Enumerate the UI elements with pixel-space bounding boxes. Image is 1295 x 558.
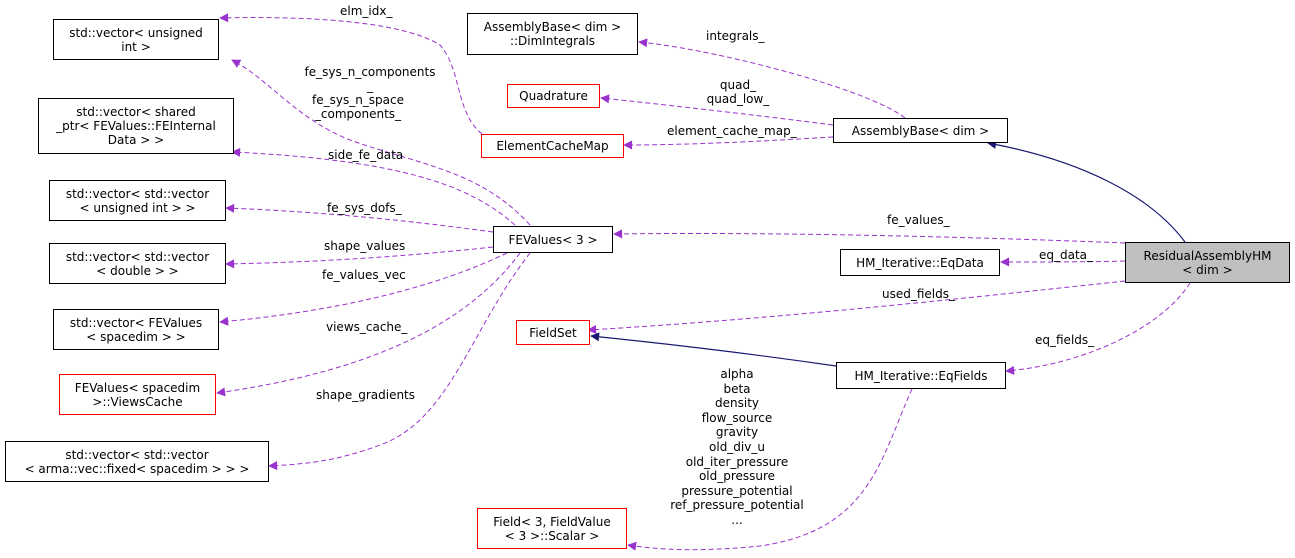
- edge-eq-fields: [1005, 282, 1191, 375]
- edge-fe-values: [613, 229, 1126, 244]
- label-elm-idx: elm_idx_: [340, 4, 393, 18]
- label-fe-sys-n-space-components: fe_sys_n_space _components_: [311, 93, 405, 121]
- label-integrals: integrals_: [706, 29, 765, 43]
- label-fe-sys-dofs: fe_sys_dofs_: [327, 201, 402, 215]
- label-shape-values: shape_values: [324, 239, 406, 253]
- label-used-fields: used_fields_: [882, 287, 956, 301]
- label-fe-sys-n-components: fe_sys_n_components _: [304, 65, 436, 93]
- node-residual-assembly-hm[interactable]: ResidualAssemblyHM < dim >: [1125, 242, 1290, 283]
- label-fe-values: fe_values_: [887, 213, 950, 227]
- edge-element-cache-map: [623, 136, 834, 150]
- edge-inherits-assembly-base: [987, 140, 1186, 243]
- node-fe-values-3[interactable]: FEValues< 3 >: [493, 226, 613, 253]
- edge-field-members: [627, 388, 913, 551]
- node-hm-eq-data[interactable]: HM_Iterative::EqData: [840, 249, 1000, 276]
- edge-eq-data: [1000, 257, 1126, 267]
- node-vector-shared-ptr[interactable]: std::vector< shared _ptr< FEValues::FEIn…: [38, 98, 234, 154]
- label-views-cache: views_cache_: [326, 320, 408, 334]
- label-eq-data: eq_data_: [1039, 248, 1094, 262]
- node-field-scalar[interactable]: Field< 3, FieldValue < 3 >::Scalar >: [477, 508, 627, 549]
- label-element-cache-map: element_cache_map_: [667, 124, 797, 138]
- node-vector-fevalues-spacedim[interactable]: std::vector< FEValues < spacedim > >: [53, 309, 219, 350]
- label-side-fe-data: side_fe_data: [328, 148, 404, 162]
- edge-views-cache: [216, 252, 521, 397]
- edge-fe-values-vec: [219, 252, 508, 326]
- edge-elm-idx: [219, 13, 483, 135]
- edge-inherits-field-set: [590, 332, 837, 367]
- edge-fe-sys-dofs: [225, 203, 494, 233]
- edge-quad: [600, 94, 834, 126]
- label-eq-fields: eq_fields_: [1035, 333, 1095, 347]
- node-vector-vector-unsigned[interactable]: std::vector< std::vector < unsigned int …: [49, 180, 226, 221]
- node-vector-vector-arma[interactable]: std::vector< std::vector < arma::vec::fi…: [5, 441, 269, 482]
- edge-fe-sys-n-components: [231, 59, 531, 226]
- node-vector-vector-double[interactable]: std::vector< std::vector < double > >: [49, 243, 226, 284]
- label-shape-gradients: shape_gradients: [316, 388, 416, 402]
- edge-used-fields: [587, 280, 1126, 335]
- node-quadrature[interactable]: Quadrature: [507, 84, 600, 108]
- edge-shape-values: [225, 246, 494, 269]
- node-fevalues-views-cache[interactable]: FEValues< spacedim >::ViewsCache: [59, 374, 216, 415]
- node-vector-unsigned-int[interactable]: std::vector< unsigned int >: [53, 19, 219, 60]
- node-hm-eq-fields[interactable]: HM_Iterative::EqFields: [836, 362, 1006, 389]
- edge-side-fe-data: [231, 147, 516, 226]
- label-field-members: alpha beta density flow_source gravity o…: [670, 367, 804, 527]
- node-assembly-base[interactable]: AssemblyBase< dim >: [833, 118, 1008, 143]
- edge-integrals: [638, 38, 906, 119]
- label-fe-values-vec: fe_values_vec: [322, 268, 406, 282]
- node-element-cache-map[interactable]: ElementCacheMap: [481, 134, 624, 158]
- edge-shape-gradients: [268, 252, 531, 471]
- label-quad: quad_ quad_low_: [706, 78, 770, 106]
- node-assembly-base-dim-integrals[interactable]: AssemblyBase< dim > ::DimIntegrals: [467, 13, 638, 55]
- node-field-set[interactable]: FieldSet: [516, 320, 590, 345]
